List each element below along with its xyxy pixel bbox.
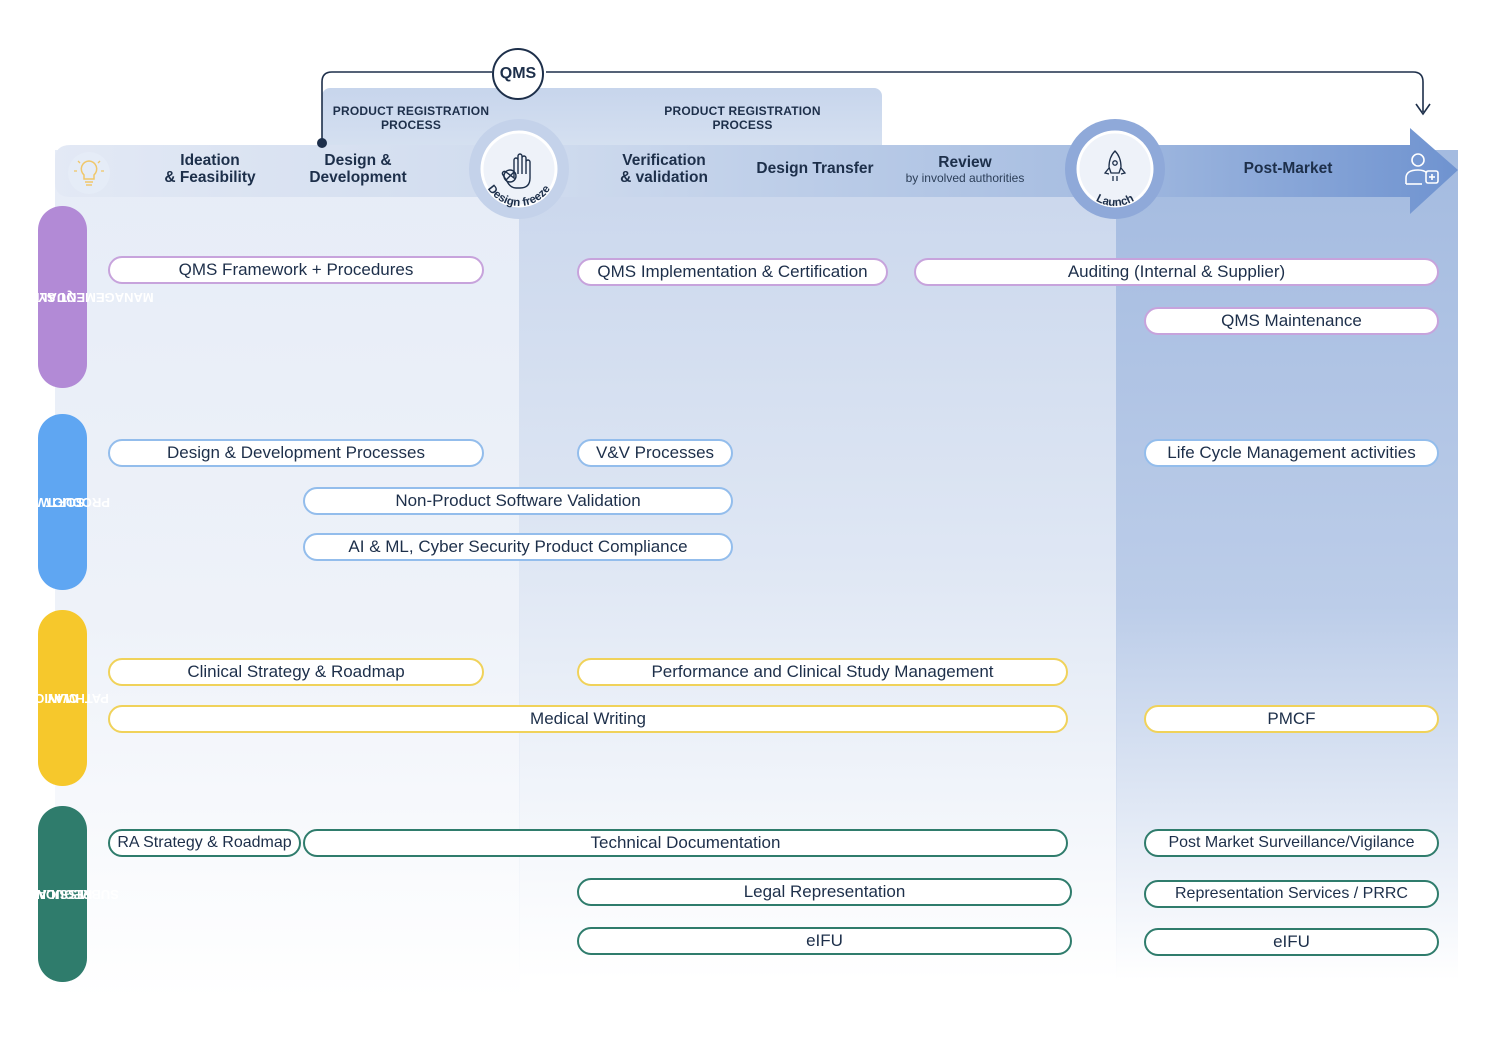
stop-hand-icon	[501, 153, 531, 189]
pill-technical-documentation: Technical Documentation	[303, 829, 1068, 857]
pill-ra-strategy: RA Strategy & Roadmap	[108, 829, 301, 857]
pill-clinical-strategy: Clinical Strategy & Roadmap	[108, 658, 484, 686]
pill-post-market-surveillance: Post Market Surveillance/Vigilance	[1144, 829, 1439, 857]
pill-non-product-validation: Non-Product Software Validation	[303, 487, 733, 515]
pill-ai-ml-cyber: AI & ML, Cyber Security Product Complian…	[303, 533, 733, 561]
pill-auditing: Auditing (Internal & Supplier)	[914, 258, 1439, 286]
pill-clinical-study-management: Performance and Clinical Study Managemen…	[577, 658, 1068, 686]
pill-eifu-premarket: eIFU	[577, 927, 1072, 955]
pill-design-dev-processes: Design & Development Processes	[108, 439, 484, 467]
rocket-icon	[1103, 150, 1127, 181]
timeline-arrow	[55, 71, 1458, 214]
pill-eifu-postmarket: eIFU	[1144, 928, 1439, 956]
qms-badge: QMS	[492, 48, 544, 100]
phase-review-subtitle: by involved authorities	[905, 171, 1025, 185]
product-registration-process-box	[322, 88, 882, 150]
phase-post-market: Post-Market	[1243, 160, 1333, 177]
phase-design-development: Design &Development	[309, 152, 407, 186]
user-add-icon	[1405, 153, 1439, 185]
phase-verification: Verification& validation	[620, 152, 708, 186]
phase-review: Review by involved authorities	[890, 154, 1040, 185]
pill-legal-representation: Legal Representation	[577, 878, 1072, 906]
launch-milestone: Launch	[1065, 119, 1165, 219]
phase-column-ideation-design	[55, 150, 520, 1000]
lightbulb-icon	[68, 152, 110, 194]
pill-medical-writing: Medical Writing	[108, 705, 1068, 733]
pill-pmcf: PMCF	[1144, 705, 1439, 733]
phase-design-transfer: Design Transfer	[756, 160, 874, 177]
pill-qms-implementation: QMS Implementation & Certification	[577, 258, 888, 286]
pill-representation-services: Representation Services / PRRC	[1144, 880, 1439, 908]
pill-qms-maintenance: QMS Maintenance	[1144, 307, 1439, 335]
phase-ideation: Ideation& Feasibility	[164, 152, 256, 186]
pill-qms-framework: QMS Framework + Procedures	[108, 256, 484, 284]
design-freeze-milestone: Design freeze	[469, 119, 569, 219]
launch-label: Launch	[1094, 193, 1136, 210]
pill-vv-processes: V&V Processes	[577, 439, 733, 467]
pill-lifecycle-management: Life Cycle Management activities	[1144, 439, 1439, 467]
